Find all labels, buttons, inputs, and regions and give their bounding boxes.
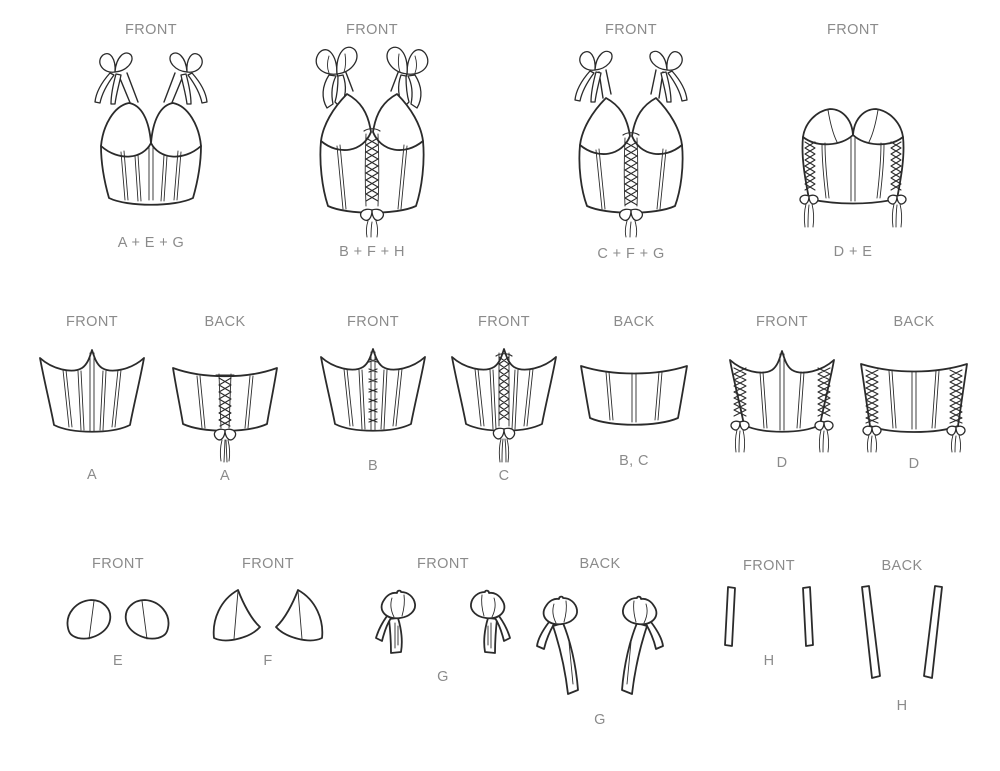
view-label: FRONT	[417, 556, 469, 572]
view-label: BACK	[893, 314, 935, 330]
panel-bustier-aeg: FRONT A + E + G	[78, 22, 224, 262]
bustier-de-drawing	[799, 108, 907, 228]
piece-code: B, C	[619, 453, 649, 469]
piece-code: G	[594, 712, 606, 728]
panel-strap-g-back: BACK G	[532, 556, 668, 736]
panel-corset-back-d: BACK D	[857, 314, 971, 479]
panel-strap-h-front: FRONT H	[722, 558, 816, 678]
piece-code: G	[437, 669, 449, 685]
cups-f-drawing	[212, 589, 324, 642]
piece-code: B + F + H	[339, 244, 405, 260]
cups-e-drawing	[66, 599, 170, 640]
corset-front-b-drawing	[320, 348, 426, 432]
panel-strap-g-front: FRONT G	[374, 556, 512, 696]
panel-bustier-bfh: FRONT B + F + H	[303, 22, 441, 266]
bustier-bfh-drawing	[315, 46, 429, 238]
view-label: FRONT	[478, 314, 530, 330]
piece-code: C	[498, 468, 510, 484]
corset-front-c-drawing	[451, 348, 557, 463]
panel-corset-front-c: FRONT C	[447, 314, 561, 492]
panel-corset-back-a: BACK A	[169, 314, 281, 489]
panel-bustier-de: FRONT D + E	[796, 22, 910, 266]
strap-h-back-drawing	[861, 585, 943, 679]
corset-back-a-drawing	[172, 367, 278, 463]
strap-g-back-drawing	[536, 595, 664, 695]
view-label: FRONT	[242, 556, 294, 572]
corset-front-d-drawing	[729, 350, 835, 453]
piece-code: A + E + G	[117, 235, 185, 251]
panel-corset-front-a: FRONT A	[36, 314, 148, 489]
view-label: FRONT	[605, 22, 657, 38]
view-label: FRONT	[125, 22, 177, 38]
view-label: FRONT	[743, 558, 795, 574]
piece-code: F	[263, 653, 273, 669]
piece-code: H	[763, 653, 775, 669]
piece-code: A	[86, 467, 98, 483]
view-label: FRONT	[92, 556, 144, 572]
view-label: BACK	[579, 556, 621, 572]
corset-front-a-drawing	[39, 349, 145, 433]
bustier-cfg-drawing	[574, 50, 688, 238]
panel-strap-h-back: BACK H	[854, 558, 950, 723]
view-label: BACK	[881, 558, 923, 574]
piece-code: D + E	[833, 244, 873, 260]
corset-back-d-drawing	[860, 363, 968, 453]
panel-bustier-cfg: FRONT C + F + G	[563, 22, 699, 268]
panel-corset-back-bc: BACK B, C	[578, 314, 690, 474]
piece-code: D	[776, 455, 788, 471]
view-label: FRONT	[66, 314, 118, 330]
panel-corset-front-b: FRONT B	[317, 314, 429, 484]
view-label: BACK	[204, 314, 246, 330]
strap-h-front-drawing	[724, 586, 814, 647]
panel-cups-e: FRONT E	[64, 556, 172, 676]
strap-g-front-drawing	[375, 589, 511, 654]
piece-code: C + F + G	[597, 246, 665, 262]
piece-code: A	[219, 468, 231, 484]
view-label: BACK	[613, 314, 655, 330]
piece-code: D	[908, 456, 920, 472]
piece-code: B	[367, 458, 379, 474]
view-label: FRONT	[346, 22, 398, 38]
panel-cups-f: FRONT F	[212, 556, 324, 676]
piece-code: E	[112, 653, 124, 669]
panel-corset-front-d: FRONT D	[724, 314, 840, 484]
view-label: FRONT	[756, 314, 808, 330]
view-label: FRONT	[827, 22, 879, 38]
view-label: FRONT	[347, 314, 399, 330]
bustier-aeg-drawing	[94, 52, 208, 206]
piece-code: H	[896, 698, 908, 714]
corset-back-bc-drawing	[580, 365, 688, 426]
